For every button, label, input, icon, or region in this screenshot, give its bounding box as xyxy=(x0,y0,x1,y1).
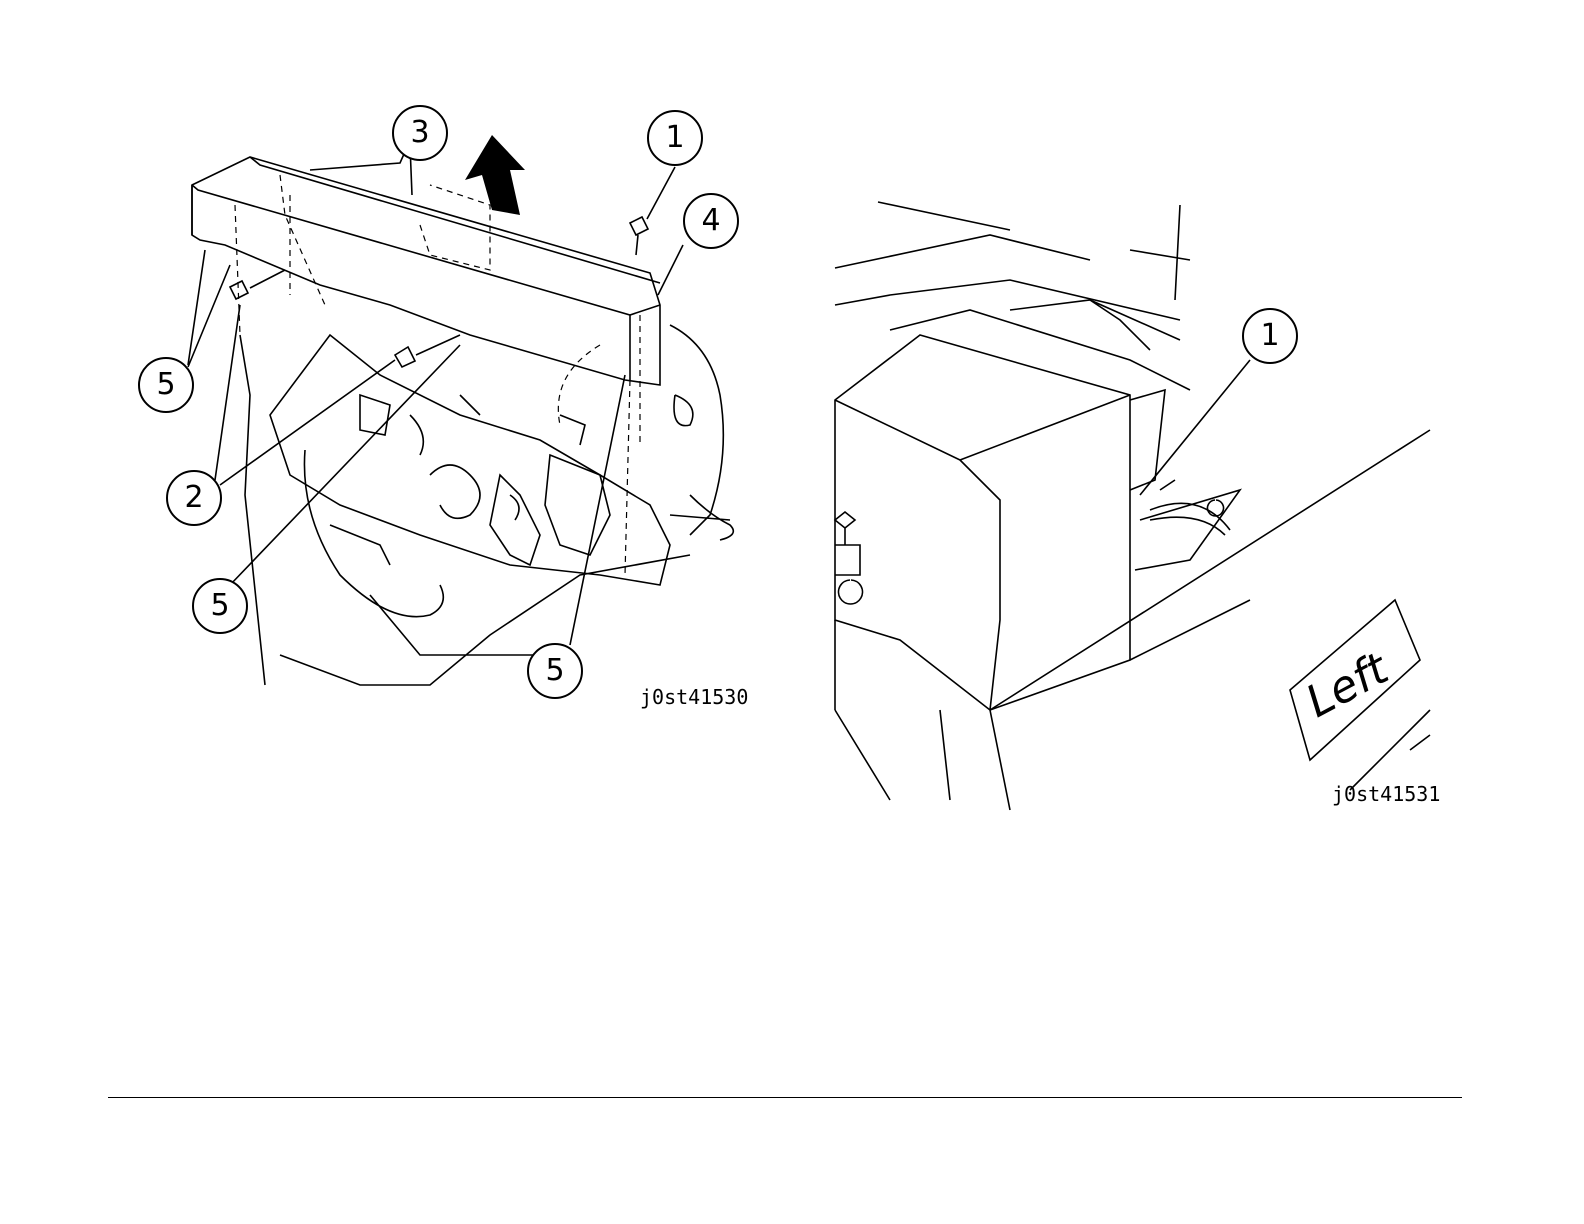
callout-2-screws: 2 xyxy=(166,470,222,526)
callout-5-tab-left: 5 xyxy=(138,357,194,413)
footer-rule xyxy=(108,1097,1462,1098)
callout-1-screw: 1 xyxy=(647,110,703,166)
figure-code: j0st41531 xyxy=(1332,782,1440,806)
figure-left-side-view: 1 Left j0st41531 xyxy=(830,190,1440,810)
callout-1-wire: 1 xyxy=(1242,308,1298,364)
callout-3-cover: 3 xyxy=(392,105,448,161)
callout-4-bracket: 4 xyxy=(683,193,739,249)
left-side-illustration xyxy=(830,190,1440,810)
figure-code: j0st41530 xyxy=(640,685,748,709)
figure-cover-removal: 3 1 4 5 2 5 5 j0st41530 xyxy=(130,95,760,715)
callout-5-tab-right: 5 xyxy=(527,643,583,699)
callout-5-tab-center: 5 xyxy=(192,578,248,634)
